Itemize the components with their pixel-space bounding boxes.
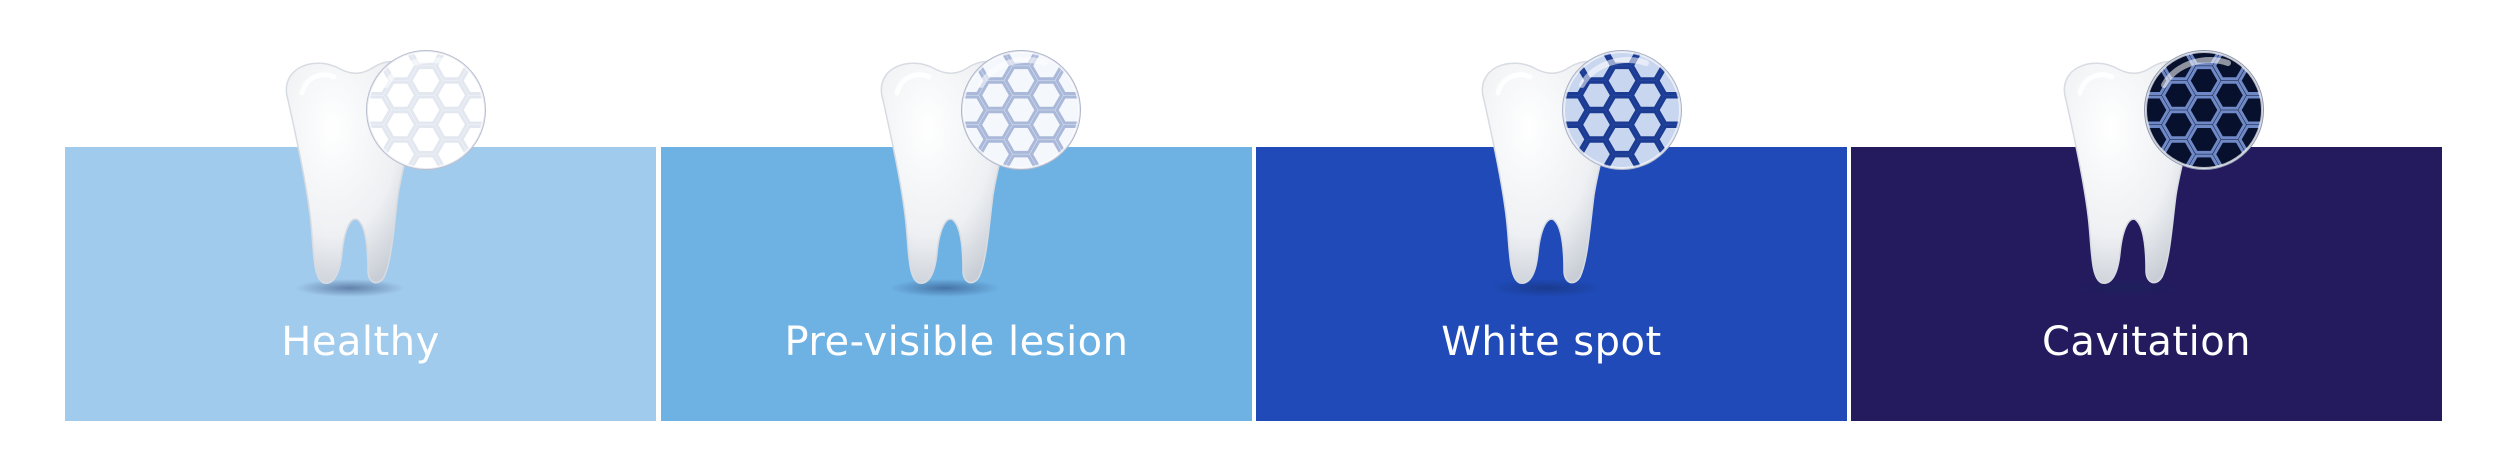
tooth-shadow <box>295 279 405 297</box>
tooth-svg <box>880 50 1081 297</box>
stage-label: White spot <box>1441 319 1662 365</box>
stage-panel-pre-visible-lesion: Pre-visible lesion <box>661 147 1252 421</box>
tooth-illustration-cavitation <box>2036 45 2276 305</box>
tooth-svg <box>1481 50 1682 297</box>
tooth-shadow <box>1491 279 1601 297</box>
tooth-illustration-pre-visible-lesion <box>853 45 1093 305</box>
tooth-svg <box>285 50 486 297</box>
stage-label: Healthy <box>281 319 440 365</box>
stage-label: Cavitation <box>2041 319 2252 365</box>
tooth-illustration-white-spot <box>1454 45 1694 305</box>
enamel-magnifier-icon <box>961 50 1081 170</box>
tooth-shadow <box>2073 279 2183 297</box>
stage-label: Pre-visible lesion <box>784 319 1129 365</box>
tooth-svg <box>2063 50 2264 297</box>
tooth-shadow <box>890 279 1000 297</box>
tooth-illustration-healthy <box>258 45 498 305</box>
